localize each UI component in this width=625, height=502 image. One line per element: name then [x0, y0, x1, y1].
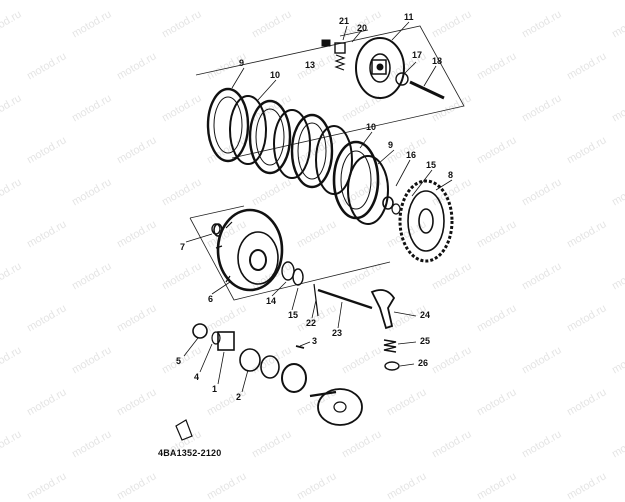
callout-18: 17 — [412, 50, 422, 60]
bearing-stack — [175, 323, 363, 441]
callout-24: 24 — [420, 310, 430, 320]
callout-5: 5 — [176, 356, 181, 366]
callout-20: 20 — [357, 23, 367, 33]
callout-26: 26 — [418, 358, 428, 368]
watermark-text: motod.ru — [25, 470, 69, 502]
callout-15: 15 — [288, 310, 298, 320]
leader-lines — [183, 21, 453, 393]
clutch-boss — [211, 208, 304, 292]
callout-numbers: 21 20 11 13 13 17 18 9 10 10 9 16 15 8 7… — [176, 12, 453, 402]
callout-13: 13 — [305, 60, 315, 70]
callout-11: 11 — [404, 12, 414, 22]
exploded-parts-diagram: 21 20 11 13 13 17 18 9 10 10 9 16 15 8 7… — [175, 12, 465, 441]
callout-6: 6 — [208, 294, 213, 304]
clutch-plates — [206, 87, 389, 225]
callout-14: 14 — [266, 296, 276, 306]
callout-2: 2 — [236, 392, 241, 402]
callout-3: 3 — [312, 336, 317, 346]
callout-4: 4 — [194, 372, 199, 382]
washers — [213, 223, 223, 237]
callout-10-top: 10 — [270, 70, 280, 80]
callout-8: 8 — [448, 170, 453, 180]
callout-25: 25 — [420, 336, 430, 346]
watermark-text: motod.ru — [115, 470, 159, 502]
primary-driven-gear — [382, 179, 454, 263]
watermark-text: motod.ru — [565, 470, 609, 502]
watermark-text: motod.ru — [475, 470, 519, 502]
callout-1: 1 — [212, 384, 217, 394]
callout-9-mid: 9 — [388, 140, 393, 150]
callout-16: 15 — [426, 160, 436, 170]
watermark-text: motod.ru — [295, 470, 339, 502]
callout-10-mid: 10 — [366, 122, 376, 132]
callout-7: 7 — [180, 242, 185, 252]
callout-23: 23 — [332, 328, 342, 338]
callout-21: 21 — [339, 16, 349, 26]
watermark-text: motod.ru — [205, 470, 249, 502]
callout-19: 18 — [432, 56, 442, 66]
callout-9-top: 9 — [239, 58, 244, 68]
assembly-outlines — [189, 25, 465, 301]
drawing-code: 4BA1352-2120 — [158, 448, 222, 458]
callout-22: 22 — [306, 318, 316, 328]
pressure-plate — [321, 37, 445, 100]
watermark-text: motod.ru — [385, 470, 429, 502]
callout-17: 16 — [406, 150, 416, 160]
